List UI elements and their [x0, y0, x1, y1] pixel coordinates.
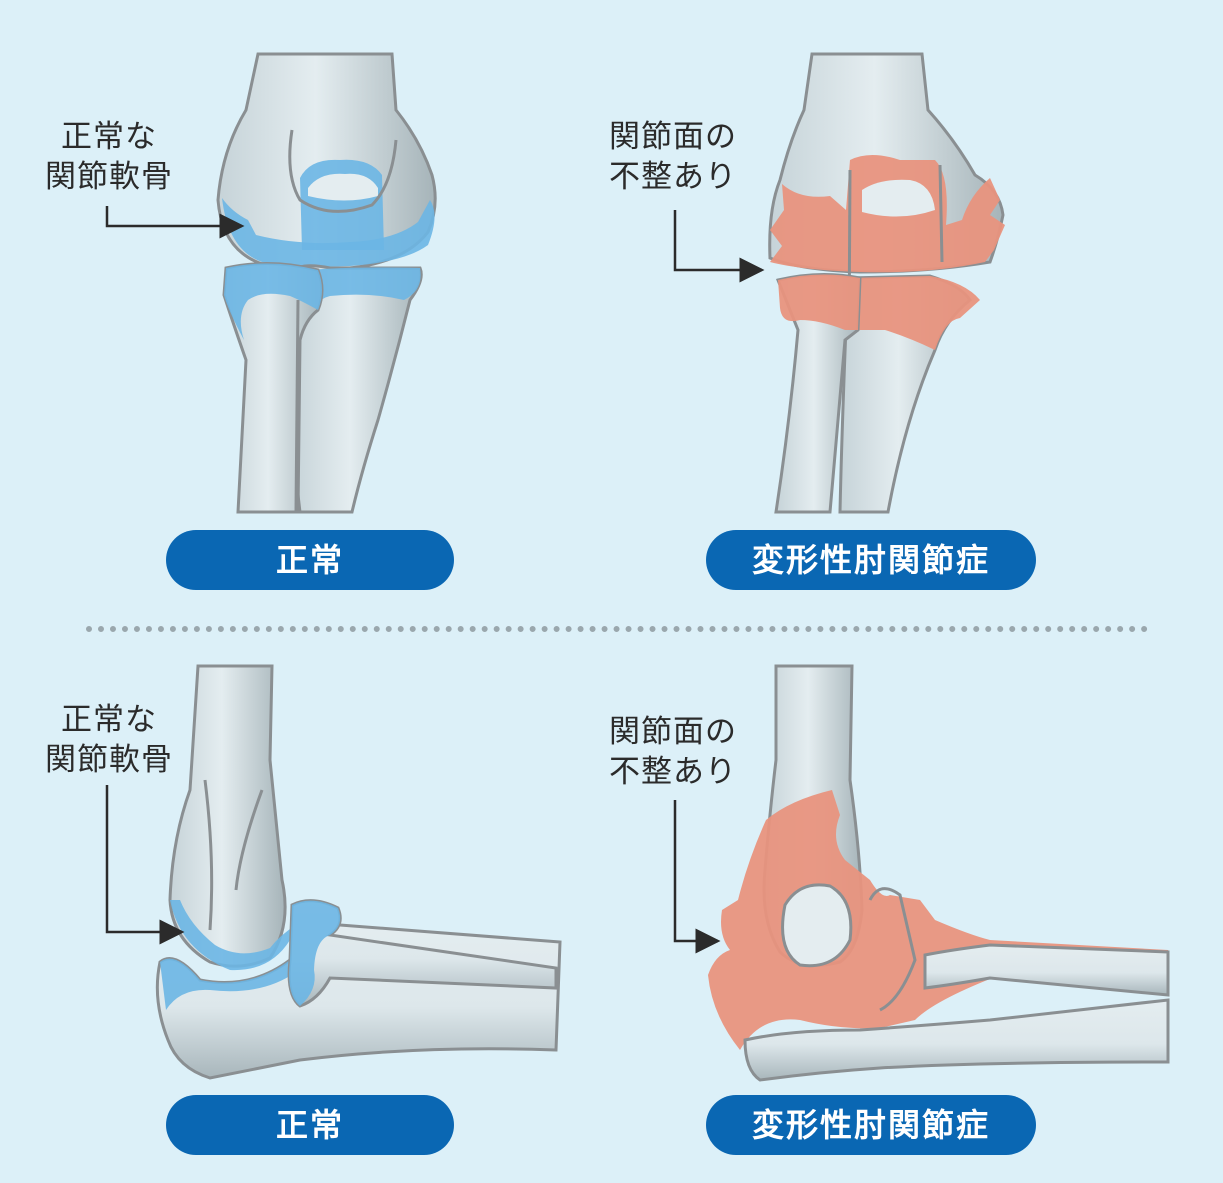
callout-arrow — [105, 785, 185, 945]
normal-elbow-front-view — [216, 52, 437, 514]
radius-bone — [923, 943, 1170, 997]
healthy-cartilage — [224, 263, 322, 340]
dotted-divider — [86, 626, 1148, 632]
healthy-cartilage — [160, 958, 296, 1010]
arthritic-elbow-side-view — [708, 664, 1170, 1082]
callout-irregular-surface-top: 関節面の 不整あり — [592, 117, 754, 197]
callout-arrows — [105, 206, 765, 954]
label-osteoarthritis-bottom: 変形性肘関節症 — [706, 1095, 1036, 1155]
normal-elbow-side-view — [155, 664, 562, 1080]
irregular-joint-surface — [778, 274, 860, 330]
arthritic-elbow-front-view — [768, 52, 1005, 514]
callout-line: 関節軟骨 — [45, 159, 173, 195]
label-osteoarthritis-top: 変形性肘関節症 — [706, 530, 1036, 590]
callout-arrow — [673, 800, 721, 954]
label-normal-bottom: 正常 — [166, 1095, 454, 1155]
callout-normal-cartilage-top: 正常な 関節軟骨 — [28, 117, 190, 197]
callout-line: 不整あり — [609, 754, 737, 790]
healthy-cartilage — [170, 900, 296, 971]
callout-line: 関節面の — [609, 714, 737, 750]
callout-irregular-surface-bottom: 関節面の 不整あり — [592, 712, 754, 792]
healthy-cartilage — [289, 900, 341, 1006]
healthy-cartilage — [296, 267, 421, 330]
callout-line: 正常な — [61, 702, 157, 738]
callout-normal-cartilage-bottom: 正常な 関節軟骨 — [28, 700, 190, 780]
callout-arrow — [105, 206, 245, 239]
callout-arrow — [673, 210, 765, 283]
irregular-joint-surface — [848, 276, 980, 350]
callout-line: 関節軟骨 — [45, 742, 173, 778]
callout-line: 不整あり — [609, 159, 737, 195]
callout-line: 関節面の — [609, 119, 737, 155]
ulna-bone — [743, 998, 1170, 1082]
irregular-joint-surface — [708, 790, 1168, 1050]
label-normal-top: 正常 — [166, 530, 454, 590]
callout-line: 正常な — [61, 119, 157, 155]
